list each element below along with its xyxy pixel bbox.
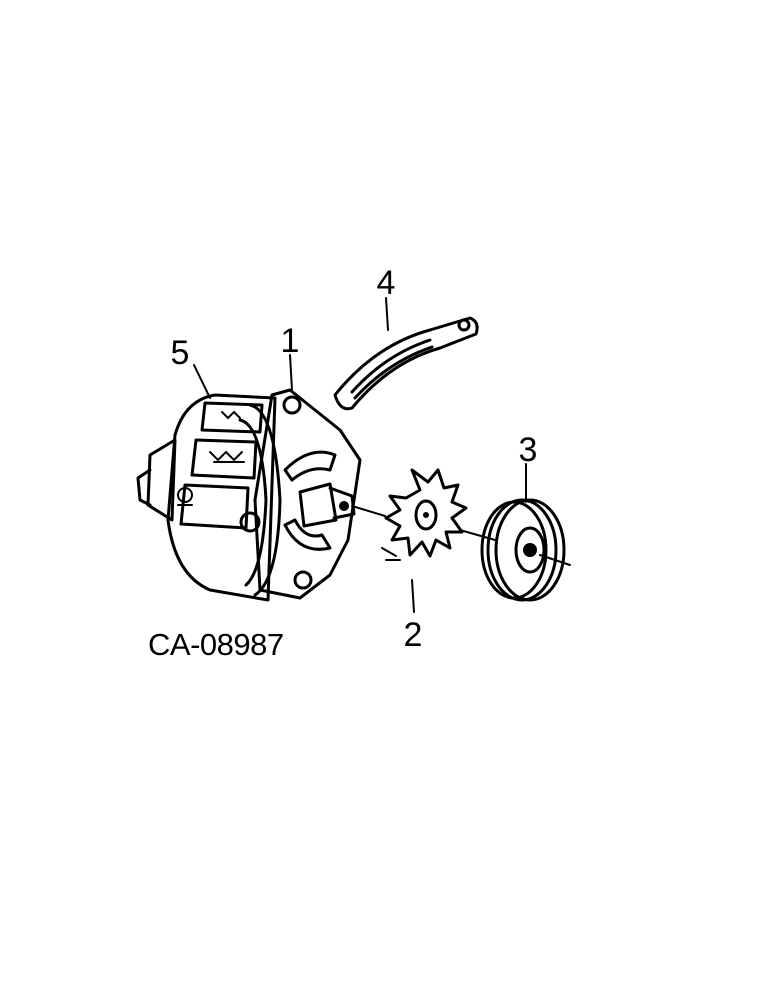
pulley xyxy=(459,498,571,602)
alternator-body xyxy=(136,393,282,602)
callout-4: 4 xyxy=(377,264,396,302)
callout-5: 5 xyxy=(171,334,190,372)
fan xyxy=(381,468,468,561)
decal-panels xyxy=(177,401,264,530)
leader-lines xyxy=(193,297,527,613)
callout-1: 1 xyxy=(281,322,300,360)
figure-code: CA-08987 xyxy=(148,627,284,662)
callout-2: 2 xyxy=(404,616,423,654)
end-frame xyxy=(239,388,386,600)
adjusting-brace xyxy=(333,316,479,411)
callout-3: 3 xyxy=(519,431,538,469)
